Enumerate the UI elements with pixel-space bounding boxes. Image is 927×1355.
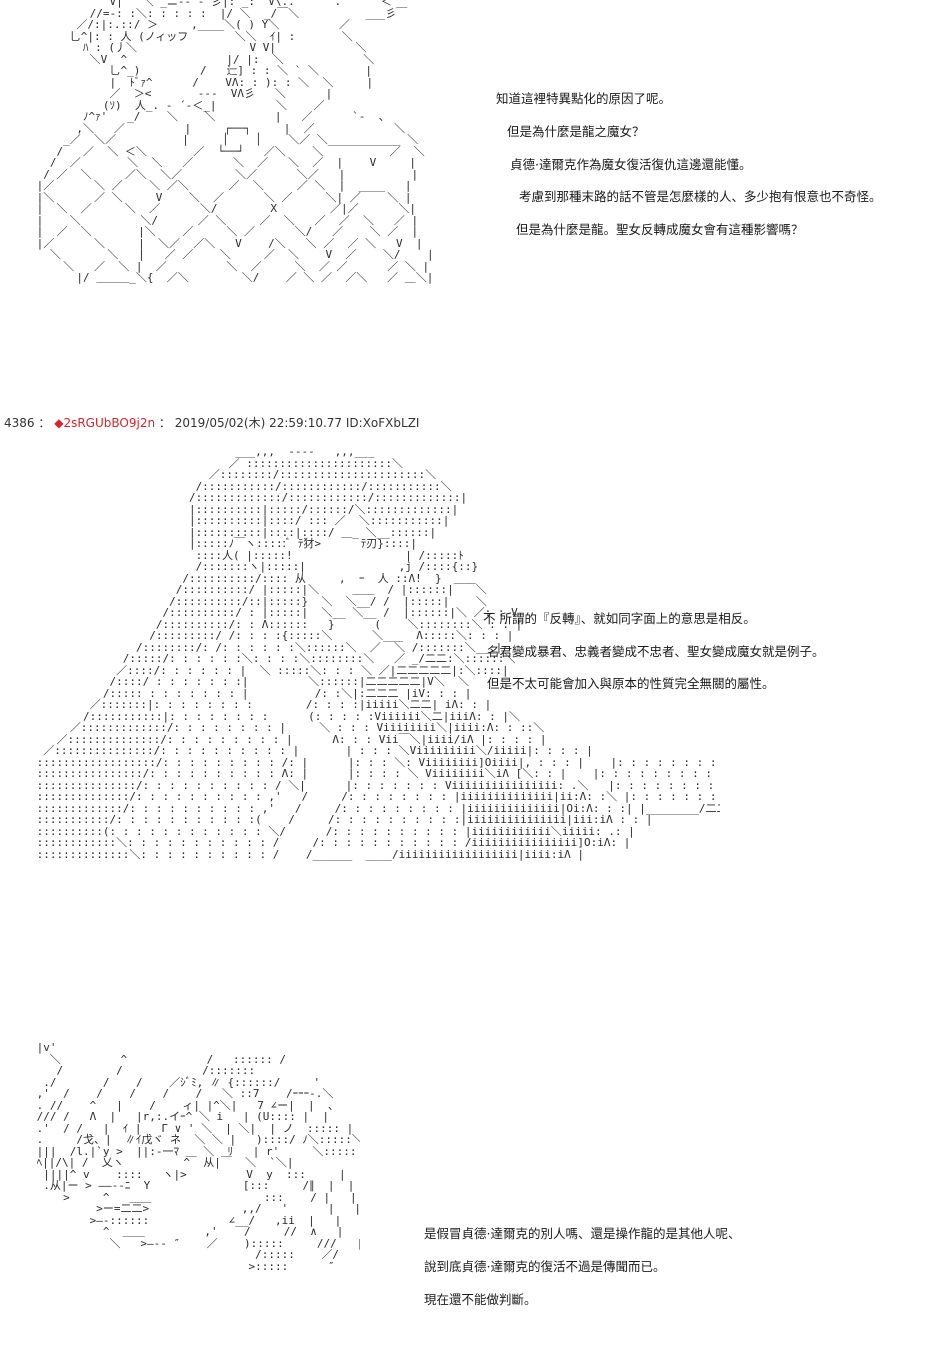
poster-name[interactable]: ◆2sRGUbBO9j2n (54, 416, 155, 430)
post-header: 4386 ： ◆2sRGUbBO9j2n ： 2019/05/02(木) 22:… (4, 414, 419, 431)
dialogue-line: 但是為什麼是龍之魔女？ (507, 124, 645, 139)
post-separator: ： (38, 416, 51, 430)
diamond-icon: ◆ (54, 416, 64, 430)
poster-id: ID:XoFXbLZI (345, 416, 420, 430)
dialogue-line: 但是不太可能會加入與原本的性質完全無關的屬性。 (487, 676, 775, 691)
dialogue-line: 考慮到那種末路的話不管是怎麼樣的人、多少抱有恨意也不奇怪。 (519, 189, 882, 204)
dialogue-line: 是假冒貞德·達爾克的別人嗎、還是操作龍的是其他人呢、 (424, 1226, 741, 1241)
ascii-art-figure-1: V| ＼ _ニ-- - 彡|: _: V\.. . ＜ //=-: :＼: : … (36, 0, 434, 284)
dialogue-line: 現在還不能做判斷。 (424, 1292, 537, 1307)
dialogue-line: 不 所謂的『反轉』、就如同字面上的意思是相反。 (483, 611, 756, 626)
dialogue-line: 說到底貞德·達爾克的復活不過是傳聞而已。 (424, 1259, 666, 1274)
dialogue-line: 知道這裡特異點化的原因了呢。 (496, 91, 672, 106)
dialogue-line: 但是為什麼是龍。聖女反轉成魔女會有這種影響嗎？ (516, 222, 804, 237)
post-date: 2019/05/02(木) 22:59:10.77 (174, 416, 343, 430)
post-separator: ： (158, 416, 171, 430)
poster-trip: 2sRGUbBO9j2n (63, 416, 156, 430)
ascii-art-figure-2: ___,,, ---- ,,,___ ／ :::::::::::::::::::… (36, 446, 720, 861)
dialogue-line: 名君變成暴君、忠義者變成不忠者、聖女變成魔女就是例子。 (487, 644, 825, 659)
post-number: 4386 (4, 416, 35, 430)
dialogue-line: 貞德·達爾克作為魔女復活復仇這邊還能懂。 (510, 157, 752, 172)
ascii-art-figure-3: |v' ＼ ＼ ^ / :::::: / ＼ / / /::::::: ' ＼ … (36, 1042, 360, 1273)
